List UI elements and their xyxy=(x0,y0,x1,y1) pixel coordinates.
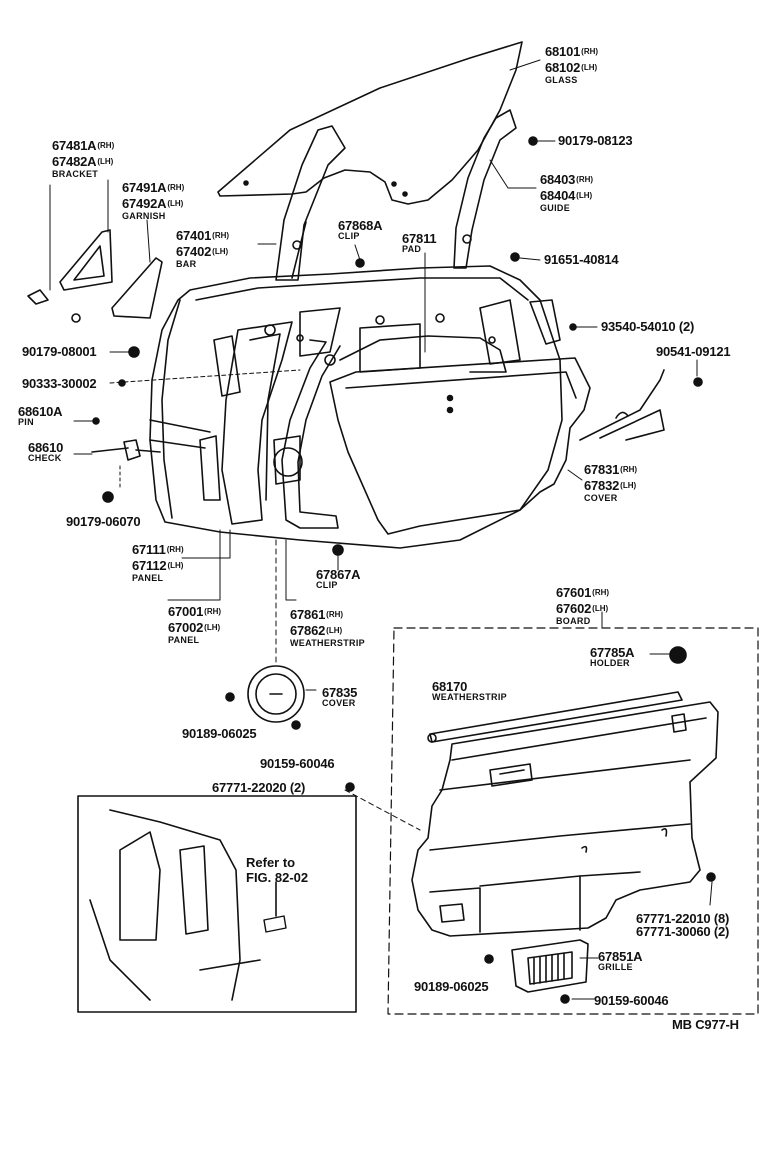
label-90179-06070: 90179-06070 xyxy=(66,514,141,529)
label-90179-08123: 90179-08123 xyxy=(558,133,633,148)
label-clip-67867a: 67867A CLIP xyxy=(316,567,361,590)
label-90159-60046-b: 90159-60046 xyxy=(594,993,669,1008)
label-weatherstrip-67861: 67861(RH) 67862(LH) WEATHERSTRIP xyxy=(290,607,365,648)
weatherstrip-68170 xyxy=(427,691,683,743)
label-cover-67835: 67835 COVER xyxy=(322,685,358,708)
door-cover-67831 xyxy=(329,357,591,535)
door-guide xyxy=(453,109,517,269)
label-pad: 67811 PAD xyxy=(402,231,437,254)
label-board: 67601(RH) 67602(LH) BOARD xyxy=(556,585,610,626)
speaker-cover xyxy=(247,665,305,723)
label-garnish: 67491A(RH) 67492A(LH) GARNISH xyxy=(122,180,185,221)
label-glass: 68101(RH) 68102(LH) GLASS xyxy=(545,44,599,85)
label-guide: 68403(RH) 68404(LH) GUIDE xyxy=(540,172,594,213)
label-67771-22010: 67771-22010 (8) 67771-30060 (2) xyxy=(636,911,730,939)
label-weatherstrip-68170: 68170 WEATHERSTRIP xyxy=(432,679,507,702)
label-panel-67111: 67111(RH) 67112(LH) PANEL xyxy=(132,542,184,583)
label-check: 68610 CHECK xyxy=(28,440,64,463)
fasteners xyxy=(92,136,716,1004)
door-bar xyxy=(275,125,346,281)
label-panel-67001: 67001(RH) 67002(LH) PANEL xyxy=(168,604,222,645)
label-holder: 67785A HOLDER xyxy=(590,645,635,668)
label-90159-60046-a: 90159-60046 xyxy=(260,756,335,771)
label-90333-30002: 90333-30002 xyxy=(22,376,97,391)
door-garnish xyxy=(111,257,163,319)
inset-detail xyxy=(77,795,357,1013)
inset-reference: Refer to FIG. 82-02 xyxy=(246,855,309,885)
door-outer-panel xyxy=(149,265,563,549)
label-90541-09121: 90541-09121 xyxy=(656,344,731,359)
label-grille: 67851A GRILLE xyxy=(598,949,643,972)
label-67771-22020: 67771-22020 (2) xyxy=(212,780,306,795)
board-frame xyxy=(387,627,759,1015)
label-90189-06025-a: 90189-06025 xyxy=(182,726,257,741)
label-90179-08001: 90179-08001 xyxy=(22,344,97,359)
door-inner-panel xyxy=(221,321,293,525)
label-bar: 67401(RH) 67402(LH) BAR xyxy=(176,228,230,269)
label-90189-06025-b: 90189-06025 xyxy=(414,979,489,994)
leader-lines xyxy=(49,59,713,1000)
door-check xyxy=(91,439,161,461)
door-pad xyxy=(339,335,507,373)
door-weatherstrip xyxy=(273,339,341,529)
speaker-grille xyxy=(511,939,589,993)
fender-edge xyxy=(579,369,665,441)
label-bracket: 67481A(RH) 67482A(LH) BRACKET xyxy=(52,138,115,179)
label-cover-67831: 67831(RH) 67832(LH) COVER xyxy=(584,462,638,503)
label-pin: 68610A PIN xyxy=(18,404,63,427)
label-91651-40814: 91651-40814 xyxy=(544,252,619,267)
diagram-code: MB C977-H xyxy=(672,1017,739,1032)
label-clip-67868a: 67868A CLIP xyxy=(338,218,383,241)
label-93540-54010: 93540-54010 (2) xyxy=(601,319,695,334)
door-glass xyxy=(217,41,523,205)
door-bracket xyxy=(27,229,113,323)
door-trim-board xyxy=(411,701,719,937)
